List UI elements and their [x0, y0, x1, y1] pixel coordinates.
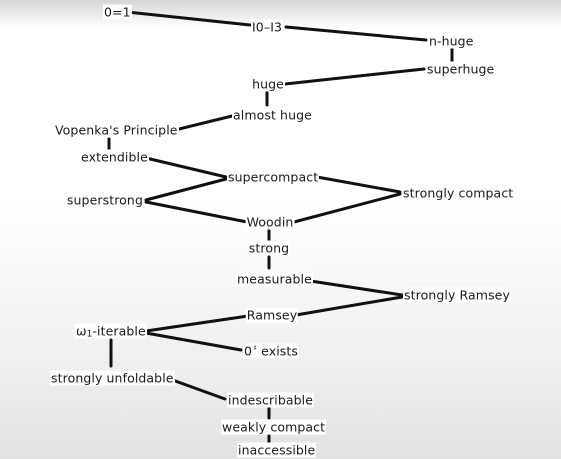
- edge-extendible-to-supercompact: [144, 156, 228, 179]
- node-strongly-compact: strongly compact: [402, 185, 515, 201]
- edge-supercompact-to-strongly-compact: [315, 175, 402, 194]
- node-measurable: measurable: [236, 271, 313, 287]
- node-woodin: Woodin: [245, 214, 295, 230]
- omega-subscript: 1: [86, 329, 93, 340]
- edges: [107, 10, 454, 445]
- node-zero-sharp-exists: 0♯ exists: [243, 343, 299, 359]
- node-superstrong: superstrong: [65, 192, 144, 208]
- edge-supercompact-to-superstrong: [144, 177, 228, 202]
- edge-ramsey-to-omega1-iterable: [144, 314, 250, 333]
- edge-superstrong-to-woodin: [144, 200, 249, 224]
- node-strongly-unfoldable: strongly unfoldable: [50, 370, 175, 386]
- exists-text: exists: [257, 343, 298, 359]
- node-ramsey: Ramsey: [245, 307, 299, 323]
- node-i0-i3: I0–I3: [251, 19, 284, 35]
- node-n-huge: n-huge: [428, 33, 475, 49]
- edge-zero-eq-one-to-i0-i3: [125, 10, 252, 27]
- node-vopenka-principle: Vopenka's Principle: [54, 122, 179, 138]
- edge-measurable-to-strongly-ramsey: [302, 278, 404, 297]
- iterable-text: -iterable: [92, 323, 146, 339]
- node-omega1-iterable: ω1-iterable: [75, 323, 147, 340]
- omega-symbol: ω: [76, 323, 87, 339]
- edge-i0-i3-to-n-huge: [284, 25, 428, 42]
- node-almost-huge: almost huge: [232, 107, 313, 123]
- edge-omega1-iterable-to-zero-sharp: [144, 331, 243, 352]
- node-supercompact: supercompact: [227, 169, 320, 185]
- edge-strongly-unfoldable-to-indescribable: [165, 376, 227, 401]
- node-huge: huge: [251, 76, 285, 92]
- node-zero-equals-one: 0=1: [103, 4, 132, 20]
- edge-superhuge-to-huge: [283, 67, 426, 86]
- node-extendible: extendible: [80, 149, 149, 165]
- edge-almost-huge-to-vopenka: [173, 114, 234, 132]
- edge-strongly-compact-to-woodin: [292, 192, 402, 224]
- node-strong: strong: [247, 240, 291, 256]
- node-inaccessible: inaccessible: [237, 442, 317, 458]
- node-weakly-compact: weakly compact: [221, 419, 327, 435]
- zero-text: 0: [244, 343, 253, 359]
- node-strongly-ramsey: strongly Ramsey: [403, 287, 511, 303]
- node-superhuge: superhuge: [426, 61, 496, 77]
- node-indescribable: indescribable: [227, 392, 315, 408]
- sharp-symbol: ♯: [253, 343, 258, 353]
- edge-strongly-ramsey-to-ramsey: [294, 295, 404, 317]
